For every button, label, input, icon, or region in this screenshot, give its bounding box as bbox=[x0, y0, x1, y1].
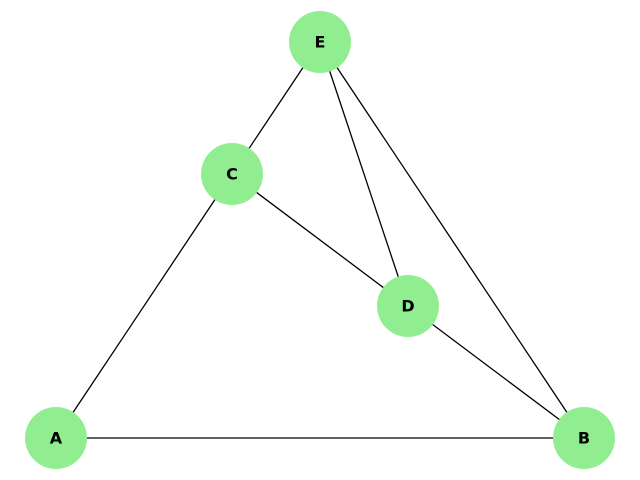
edge-c-d bbox=[231, 173, 409, 307]
node-label-d: D bbox=[401, 297, 414, 316]
node-d: D bbox=[377, 275, 439, 337]
node-circle-b bbox=[553, 407, 615, 469]
node-label-a: A bbox=[50, 429, 63, 448]
edge-a-c bbox=[55, 173, 233, 439]
edges-layer bbox=[55, 41, 585, 439]
edge-d-b bbox=[407, 305, 585, 439]
node-circle-a bbox=[25, 407, 87, 469]
node-circle-c bbox=[201, 143, 263, 205]
node-label-e: E bbox=[315, 33, 326, 52]
edge-e-b bbox=[319, 41, 585, 439]
edge-e-d bbox=[319, 41, 409, 307]
node-a: A bbox=[25, 407, 87, 469]
node-label-b: B bbox=[578, 429, 590, 448]
node-circle-d bbox=[377, 275, 439, 337]
node-b: B bbox=[553, 407, 615, 469]
node-circle-e bbox=[289, 11, 351, 73]
node-c: C bbox=[201, 143, 263, 205]
nodes-layer: A B C D E bbox=[25, 11, 615, 469]
node-label-c: C bbox=[226, 165, 238, 184]
node-e: E bbox=[289, 11, 351, 73]
